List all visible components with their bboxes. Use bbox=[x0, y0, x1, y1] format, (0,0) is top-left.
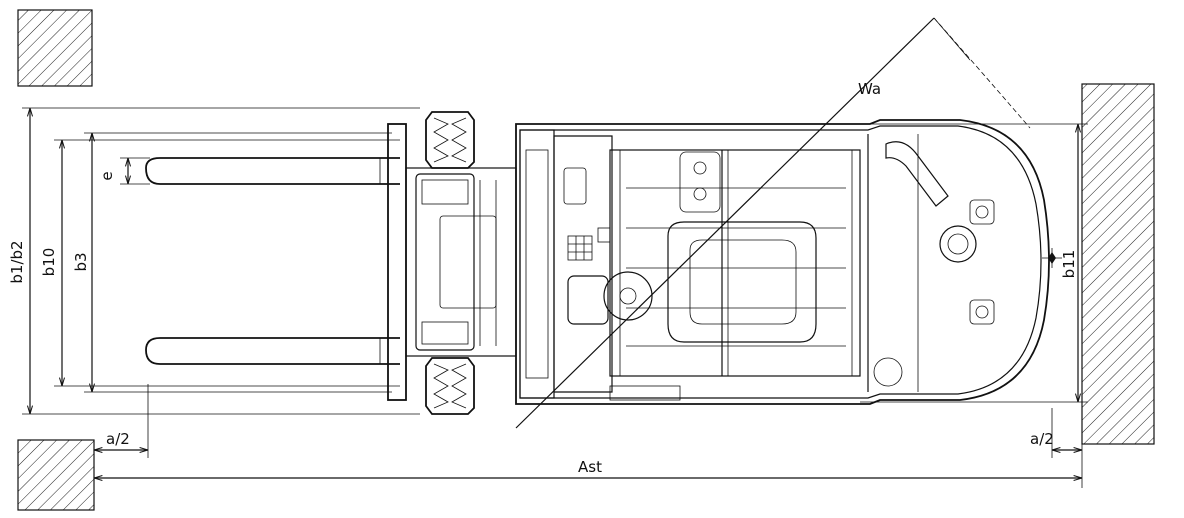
label-b10: b10 bbox=[40, 248, 58, 277]
label-b3: b3 bbox=[72, 252, 90, 271]
chassis-outline bbox=[515, 119, 1062, 405]
label-a2-left: a/2 bbox=[106, 430, 130, 448]
front-wheels bbox=[425, 111, 475, 415]
dimension-lines bbox=[22, 107, 1088, 488]
dimension-labels: e b1/b2 b10 b3 b11 Wa a/2 a/2 Ast bbox=[8, 80, 1078, 476]
turning-radius-wa bbox=[515, 17, 1031, 429]
label-ast: Ast bbox=[578, 458, 602, 476]
right-obstacle-block bbox=[1081, 83, 1155, 445]
forks bbox=[145, 157, 400, 365]
label-wa: Wa bbox=[858, 80, 881, 98]
label-b11: b11 bbox=[1060, 250, 1078, 279]
top-left-obstacle-block bbox=[17, 9, 93, 87]
label-b1-b2: b1/b2 bbox=[8, 240, 26, 283]
label-a2-right: a/2 bbox=[1030, 430, 1054, 448]
bottom-left-obstacle-block bbox=[17, 439, 95, 511]
label-e: e bbox=[98, 171, 116, 180]
